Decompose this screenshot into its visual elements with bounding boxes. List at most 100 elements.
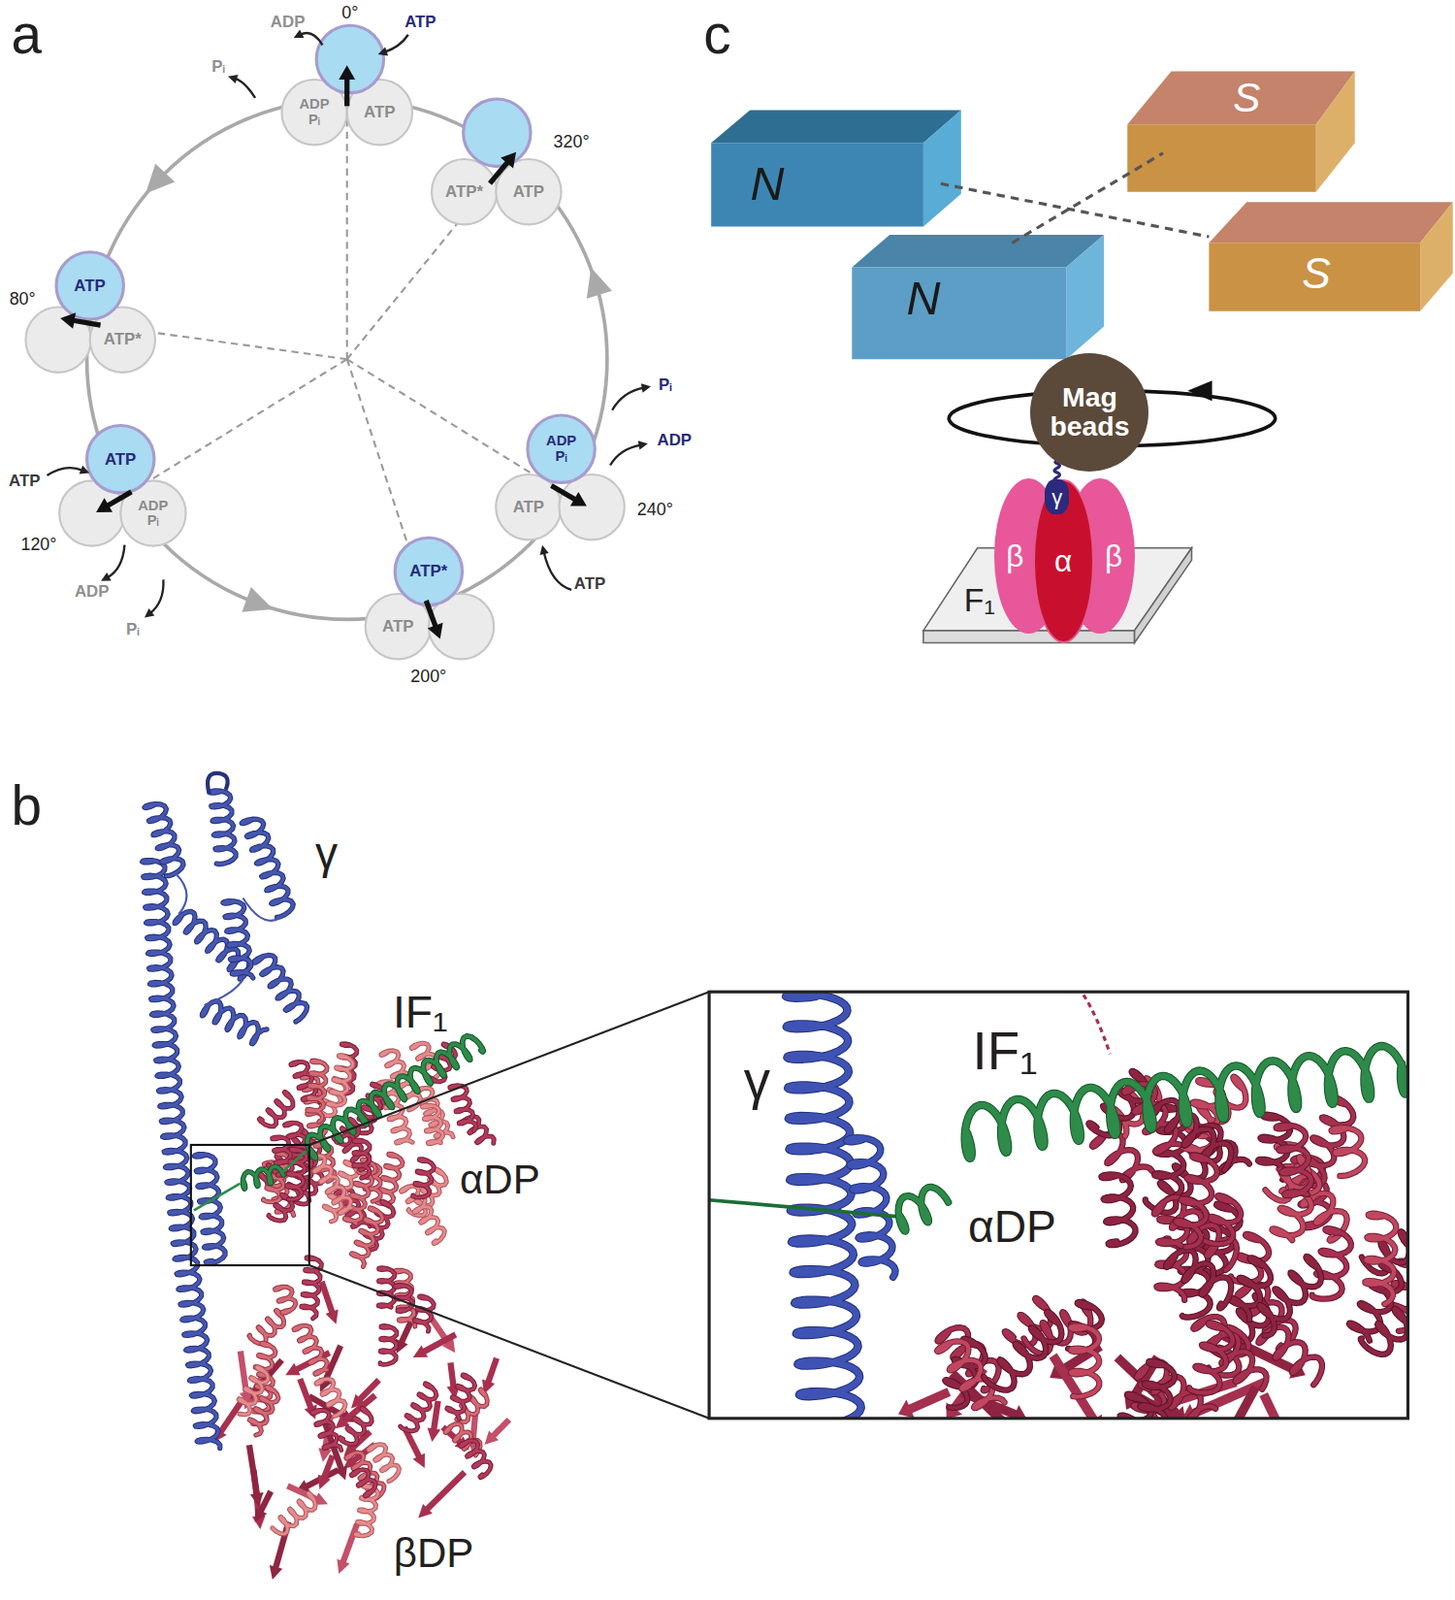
structure-label: γ bbox=[743, 1050, 771, 1109]
helix-outline bbox=[1360, 1308, 1408, 1355]
helix-outline bbox=[351, 1207, 383, 1267]
catalytic-site: ADP Pᵢ bbox=[281, 79, 347, 145]
helix bbox=[1259, 1256, 1322, 1335]
catalytic-site-grey bbox=[558, 474, 624, 540]
magnet-face bbox=[1208, 242, 1421, 311]
exchange-arrow bbox=[385, 34, 409, 53]
structure-label: γ bbox=[315, 828, 338, 878]
exchange-arrowhead bbox=[227, 74, 238, 84]
exchange-arrow bbox=[150, 579, 164, 614]
helix-outline bbox=[450, 1085, 477, 1132]
helix-outline bbox=[293, 1325, 327, 1374]
helix bbox=[1330, 1127, 1365, 1176]
protein-structure bbox=[142, 773, 510, 1580]
panel-letter: c bbox=[703, 4, 731, 65]
catalytic-site-blue bbox=[87, 425, 155, 493]
helix-outline bbox=[413, 1159, 435, 1198]
node-text: F₁ bbox=[964, 582, 996, 617]
helix-outline bbox=[1205, 1195, 1242, 1244]
gamma-subunit: γ bbox=[1044, 479, 1069, 515]
loop bbox=[207, 773, 228, 794]
gamma-arrow bbox=[70, 320, 101, 325]
catalytic-site-grey bbox=[431, 159, 497, 225]
dashed-guide bbox=[130, 358, 347, 492]
beta-strand bbox=[909, 1390, 950, 1409]
helix-outline bbox=[307, 1035, 484, 1159]
exchange-arrow bbox=[299, 32, 323, 45]
dashed-guides bbox=[100, 105, 552, 601]
helix bbox=[400, 1383, 437, 1431]
exchange-arrowhead bbox=[641, 383, 651, 392]
beta-strand bbox=[323, 1455, 333, 1478]
magnet-face bbox=[1127, 124, 1317, 192]
beta-strand-head bbox=[318, 1474, 331, 1489]
gamma-arrow bbox=[489, 160, 510, 184]
helix-outline bbox=[1092, 1132, 1153, 1180]
nucleotide-label: ADP bbox=[657, 431, 693, 451]
nucleotide-label: ADP bbox=[74, 582, 110, 602]
catalytic-site: ATP bbox=[495, 474, 561, 540]
helix bbox=[1360, 1308, 1408, 1355]
magnet-face bbox=[851, 234, 1104, 268]
helix-outline bbox=[1193, 1316, 1266, 1390]
helix bbox=[223, 901, 254, 978]
inhibitor-chain bbox=[280, 1150, 306, 1173]
magnet-pole: S bbox=[1218, 73, 1276, 123]
magnet-face bbox=[711, 142, 924, 227]
exchange-arrowhead bbox=[144, 608, 155, 618]
node-text: N bbox=[905, 273, 940, 324]
helix bbox=[316, 1378, 346, 1416]
helix bbox=[201, 1001, 267, 1044]
node-text: ATP bbox=[104, 451, 136, 469]
beta-strand-head bbox=[325, 1308, 339, 1324]
beta-strand bbox=[492, 1419, 510, 1436]
helix bbox=[339, 1407, 372, 1444]
catalytic-site-blue bbox=[56, 252, 124, 320]
helix bbox=[354, 1139, 370, 1178]
beta-strand bbox=[487, 1358, 497, 1383]
node-text: ATP* bbox=[445, 183, 484, 201]
angle-label: 0° bbox=[341, 3, 358, 24]
helix-outline bbox=[447, 1374, 476, 1420]
helix-outline bbox=[898, 1186, 949, 1231]
beta-strand-head bbox=[255, 1507, 267, 1522]
helix-outline bbox=[223, 901, 254, 978]
gamma-arrows bbox=[60, 64, 587, 639]
helix bbox=[414, 1295, 434, 1331]
helix-outline bbox=[307, 1155, 352, 1213]
disordered-loop bbox=[1083, 994, 1110, 1054]
gamma-arrow bbox=[344, 75, 350, 107]
inset-frame bbox=[709, 991, 1408, 1419]
node-text: α bbox=[1054, 545, 1072, 578]
helix bbox=[254, 954, 308, 1022]
exchange-arrow bbox=[107, 545, 126, 579]
field-axis bbox=[1011, 153, 1164, 244]
nucleotide-label: ATP bbox=[574, 574, 606, 593]
helix bbox=[460, 1440, 492, 1478]
catalytic-site: ATP bbox=[347, 79, 413, 145]
helix-outline bbox=[241, 818, 293, 917]
panel-letter: b bbox=[11, 776, 43, 837]
node-text: ATP* bbox=[409, 562, 448, 581]
magnet-face bbox=[1316, 71, 1356, 193]
angle-label: 80° bbox=[9, 290, 36, 310]
helix bbox=[274, 1286, 296, 1313]
helix-outline bbox=[1259, 1256, 1322, 1335]
node-text: γ bbox=[1051, 485, 1063, 509]
helix-outline bbox=[354, 1139, 370, 1178]
field-axis bbox=[940, 183, 1210, 237]
cycle-arrowhead bbox=[586, 267, 613, 299]
exchange-arrow bbox=[612, 388, 645, 411]
helix-outline bbox=[254, 954, 308, 1022]
beta-strand bbox=[423, 1333, 456, 1352]
exchange-arrow bbox=[47, 467, 84, 476]
helix bbox=[380, 1325, 397, 1365]
helix bbox=[368, 1444, 400, 1482]
catalytic-site: ATP* bbox=[431, 159, 497, 225]
helix bbox=[307, 1035, 484, 1159]
zoom-leader bbox=[309, 1264, 710, 1419]
helix-outline bbox=[242, 1165, 284, 1189]
beta-strand-head bbox=[1010, 1404, 1028, 1419]
glass-surface bbox=[1134, 548, 1193, 644]
